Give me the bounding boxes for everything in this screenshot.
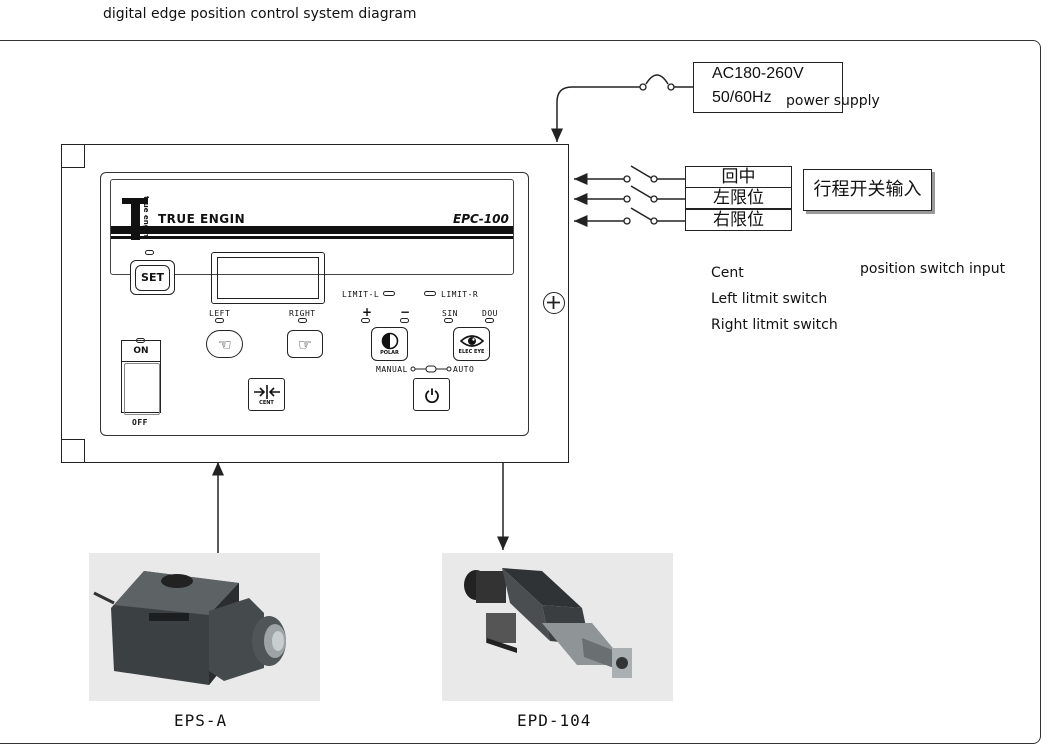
rocker [124, 363, 160, 415]
limit-r-label: LIMIT-R [441, 290, 479, 299]
digital-display [217, 257, 319, 299]
right-button[interactable]: ☞ [287, 330, 323, 358]
switch-cent-en: Cent [711, 265, 744, 281]
minus-led [400, 318, 409, 323]
off-label: OFF [132, 418, 148, 427]
plus-label: + [362, 305, 373, 319]
on-label: ON [122, 341, 160, 362]
sensor-label: EPS-A [174, 711, 228, 730]
dou-led [485, 318, 494, 323]
mounting-screw-icon [543, 292, 565, 314]
sensor-photo [89, 553, 320, 701]
dou-label: DOU [482, 309, 498, 318]
switch-left-limit-en: Left litmit switch [711, 291, 828, 307]
power-frequency: 50/60Hz [712, 89, 772, 106]
switch-right-limit-en: Right litmit switch [711, 317, 838, 333]
standby-button[interactable] [413, 378, 450, 411]
control-panel [100, 172, 529, 436]
sin-label: SIN [442, 309, 458, 318]
switch-lines [574, 165, 685, 227]
switch-cent-cn: 回中 [685, 166, 792, 188]
elec-eye-label: ELEC EYE [458, 349, 485, 355]
actuator-label: EPD-104 [517, 711, 592, 730]
brand-vertical: true engin [142, 196, 150, 238]
true-engin-logo-icon [122, 198, 148, 240]
diagram-frame [0, 40, 1041, 744]
switch-input-label-en: position switch input [860, 261, 1006, 277]
diagram-title: digital edge position control system dia… [103, 6, 417, 22]
manual-label: MANUAL [376, 365, 408, 374]
power-icon [424, 388, 439, 403]
center-arrows-icon [253, 384, 280, 399]
actuator-icon [464, 568, 632, 678]
display-bezel [211, 252, 325, 304]
limit-l-led [383, 291, 395, 296]
hand-left-icon: ☜ [217, 334, 232, 354]
switch-input-label-cn: 行程开关输入 [803, 169, 932, 211]
power-supply-box [693, 62, 843, 113]
brand-name: TRUE ENGIN [158, 212, 246, 226]
plus-led [361, 318, 370, 323]
model-name: EPC-100 [453, 212, 509, 226]
corner-bottom-left [61, 439, 85, 463]
panel-header [110, 179, 514, 275]
photoelectric-sensor-icon [93, 571, 286, 685]
corner-top-left [61, 144, 85, 168]
set-button-label: SET [135, 264, 170, 291]
switch-right-limit-cn: 右限位 [685, 209, 792, 231]
left-button[interactable]: ☜ [206, 330, 243, 358]
elec-eye-button[interactable]: ELEC EYE [453, 327, 490, 361]
eye-icon [459, 335, 484, 347]
actuator-photo [442, 553, 673, 701]
right-label: RIGHT [289, 309, 316, 318]
power-switch[interactable]: ON [121, 340, 161, 415]
left-led [215, 318, 224, 323]
sin-led [444, 318, 453, 323]
auto-label: AUTO [453, 365, 475, 374]
header-stripe-thin [111, 236, 513, 239]
contrast-icon [381, 332, 398, 350]
header-stripe [111, 226, 513, 234]
polar-button[interactable]: POLAR [371, 327, 408, 361]
switch-left-limit-cn: 左限位 [685, 187, 792, 209]
limit-r-led [424, 291, 436, 296]
power-voltage: AC180-260V [712, 65, 804, 82]
limit-l-label: LIMIT-L [342, 290, 380, 299]
power-supply-label: power supply [786, 93, 880, 109]
set-led [145, 250, 154, 255]
cent-label: CENT [259, 399, 274, 406]
mode-indicator-icon [410, 365, 452, 373]
set-button[interactable]: SET [130, 260, 175, 295]
cent-button[interactable]: CENT [248, 378, 285, 411]
minus-label: − [400, 305, 411, 319]
right-led [298, 318, 307, 323]
left-label: LEFT [209, 309, 231, 318]
hand-right-icon: ☞ [297, 334, 313, 354]
polar-label: POLAR [380, 350, 399, 356]
